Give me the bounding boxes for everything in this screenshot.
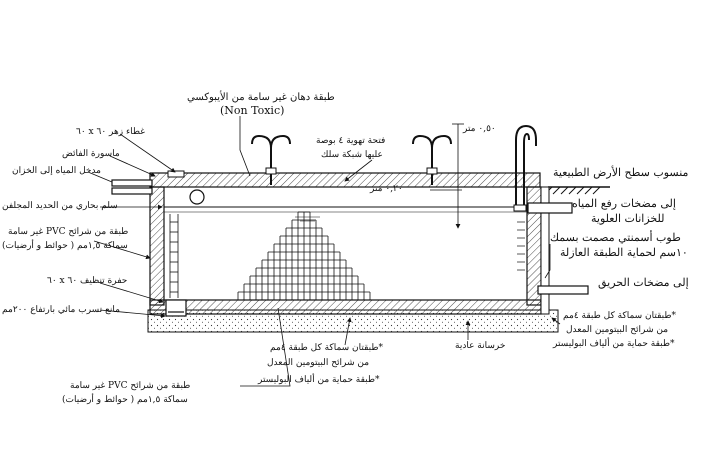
label-brick-2: ١٠سم لحماية الطبقة العازلة: [560, 246, 688, 259]
dimension-050: [452, 123, 464, 229]
label-vent: فتحة تهوية ٤ بوصة: [316, 136, 386, 146]
label-ground-level: منسوب سطح الأرض الطبيعية: [553, 166, 689, 179]
label-right-bit-2: من شرائح البيتومين المعدل: [566, 325, 669, 335]
manhole-cover: [167, 170, 185, 178]
label-pvc-wall-2: سماكة ١,٥مم ( حوائط و أرضيات): [2, 241, 128, 251]
label-fire-pumps: إلى مضخات الحريق: [598, 276, 689, 289]
leader-lines: [87, 116, 561, 387]
reinforcement-grid: [237, 211, 371, 300]
label-non-toxic: (Non Toxic): [220, 104, 285, 117]
label-dim-050: ٠,٥٠ متر: [463, 124, 496, 134]
label-pvc-bottom-1: طبقة من شرائح PVC غير سامة: [70, 381, 191, 391]
tank-walls: [149, 172, 550, 315]
label-bottom-bit-1: *طبقتان سماكة كل طبقة ٤مم: [270, 343, 384, 353]
pump-suction-pipe: [513, 124, 573, 214]
vent-pipe-left: [251, 134, 291, 185]
label-marine-ladder: سلم بحاري من الحديد المجلفن: [2, 201, 118, 211]
label-plain-concrete: خرسانة عادية: [455, 341, 506, 351]
label-bottom-bit-2: من شرائح البيتومين المعدل: [267, 358, 370, 368]
label-cleaning-pit: حفرة تنظيف ٦٠ x ٦٠: [47, 276, 128, 286]
cleaning-pit: [165, 299, 187, 317]
overflow-opening: [189, 189, 205, 205]
label-pvc-wall-1: طبقة من شرائح PVC غير سامة: [8, 227, 129, 237]
label-epoxy-top: طبقة دهان غير سامة من الأيبوكسي: [187, 92, 335, 103]
label-pvc-bottom-2: سماكة ١,٥مم ( حوائط و أرضيات): [62, 395, 188, 405]
label-vent-mesh: عليها شبكة سلك: [321, 150, 383, 160]
label-bottom-bit-3: *طبقة حماية من ألياف البوليستر: [258, 375, 380, 385]
inlet-pipe: [111, 179, 153, 195]
fire-pump-pipe: [537, 285, 589, 295]
label-float-pipe: ماسورة الفائض: [62, 149, 120, 159]
label-dim-020: ٠,٢٠ متر: [370, 184, 403, 194]
label-right-bit-3: *طبقة حماية من ألياف البوليستر: [553, 339, 675, 349]
label-leak-barrier: مانع تسرب مائي بارتفاع ٢٠٠مم: [2, 305, 120, 315]
label-brick-1: طوب أسمنتي مصمت بسمك: [550, 231, 681, 244]
right-ladder: [517, 221, 525, 271]
label-cover: غطاء زهر ٦٠ x ٦٠: [76, 127, 146, 137]
marine-ladder: [169, 214, 179, 298]
water-level: [164, 206, 527, 222]
vent-pipe-right: [412, 134, 452, 185]
label-pump-2: للخزانات العلوية: [591, 212, 665, 225]
label-right-bit-1: *طبقتان سماكة كل طبقة ٤مم: [563, 311, 677, 321]
label-pump-1: إلى مضخات رفع المياه: [572, 197, 676, 210]
label-water-inlet: مدخل المياه إلى الخزان: [12, 166, 101, 176]
ground-surface: [544, 186, 610, 195]
